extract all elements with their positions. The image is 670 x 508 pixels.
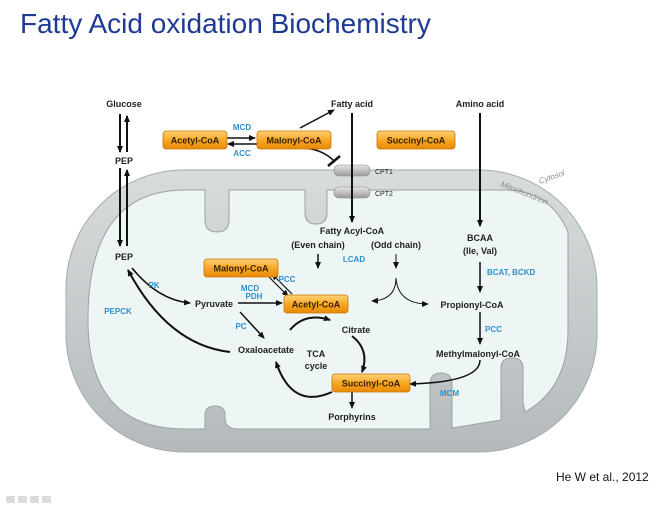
- svg-text:Acetyl-CoA: Acetyl-CoA: [292, 300, 341, 310]
- oxaloacetate-label: Oxaloacetate: [238, 345, 294, 355]
- succinyl-coa-mito-box: Succinyl-CoA: [331, 373, 411, 393]
- pc-label: PC: [235, 322, 246, 331]
- pdh-label: PDH: [246, 292, 263, 301]
- svg-text:Succinyl-CoA: Succinyl-CoA: [387, 136, 446, 146]
- cpt2-label: CPT2: [375, 191, 393, 198]
- svg-text:Malonyl-CoA: Malonyl-CoA: [214, 264, 269, 274]
- malonyl-coa-top-box: Malonyl-CoA: [256, 130, 332, 150]
- mcd-top-label: MCD: [233, 123, 251, 132]
- fatty-acyl-coa-label: Fatty Acyl-CoA: [320, 226, 385, 236]
- svg-text:Succinyl-CoA: Succinyl-CoA: [342, 379, 401, 389]
- cycle-label: cycle: [305, 361, 328, 371]
- bcat-bckd-label: BCAT, BCKD: [487, 268, 536, 277]
- menu-icon[interactable]: [30, 496, 39, 503]
- acetyl-coa-mito-box: Acetyl-CoA: [283, 294, 349, 314]
- malonyl-coa-mito-box: Malonyl-CoA: [203, 258, 279, 278]
- propionyl-coa-label: Propionyl-CoA: [441, 300, 504, 310]
- mcd-mito-label: MCD: [241, 284, 259, 293]
- citation: He W et al., 2012: [556, 470, 649, 484]
- odd-chain-label: (Odd chain): [371, 240, 421, 250]
- methylmalonyl-coa-label: Methylmalonyl-CoA: [436, 349, 521, 359]
- acc-label: ACC: [233, 149, 251, 158]
- svg-text:Malonyl-CoA: Malonyl-CoA: [267, 136, 322, 146]
- porphyrins-label: Porphyrins: [328, 412, 376, 422]
- pcc-mito-label: PCC: [279, 275, 296, 284]
- glucose-label: Glucose: [106, 99, 142, 109]
- cpt1-label: CPT1: [375, 169, 393, 176]
- mcm-label: MCM: [440, 389, 459, 398]
- bcaa-label: BCAA: [467, 233, 493, 243]
- pyruvate-label: Pyruvate: [195, 299, 233, 309]
- ile-val-label: (Ile, Val): [463, 246, 497, 256]
- next-icon[interactable]: [42, 496, 51, 503]
- amino-acid-label: Amino acid: [456, 99, 505, 109]
- slide-toolbar: [6, 490, 68, 503]
- slide-title: Fatty Acid oxidation Biochemistry: [20, 8, 431, 39]
- pen-icon[interactable]: [18, 496, 27, 503]
- acetyl-coa-top-box: Acetyl-CoA: [162, 130, 228, 150]
- even-chain-label: (Even chain): [291, 240, 345, 250]
- citrate-label: Citrate: [342, 325, 371, 335]
- pep-mito-label: PEP: [115, 252, 133, 262]
- svg-text:Acetyl-CoA: Acetyl-CoA: [171, 136, 220, 146]
- pepck-label: PEPCK: [104, 307, 132, 316]
- pcc-label: PCC: [485, 325, 502, 334]
- cytosol-label: Cytosol: [538, 168, 566, 186]
- tca-label: TCA: [307, 349, 326, 359]
- pep-cytosol-label: PEP: [115, 156, 133, 166]
- succinyl-coa-top-box: Succinyl-CoA: [376, 130, 456, 150]
- pk-label: PK: [148, 281, 159, 290]
- lcad-label: LCAD: [343, 255, 365, 264]
- prev-icon[interactable]: [6, 496, 15, 503]
- fatty-acid-label: Fatty acid: [331, 99, 373, 109]
